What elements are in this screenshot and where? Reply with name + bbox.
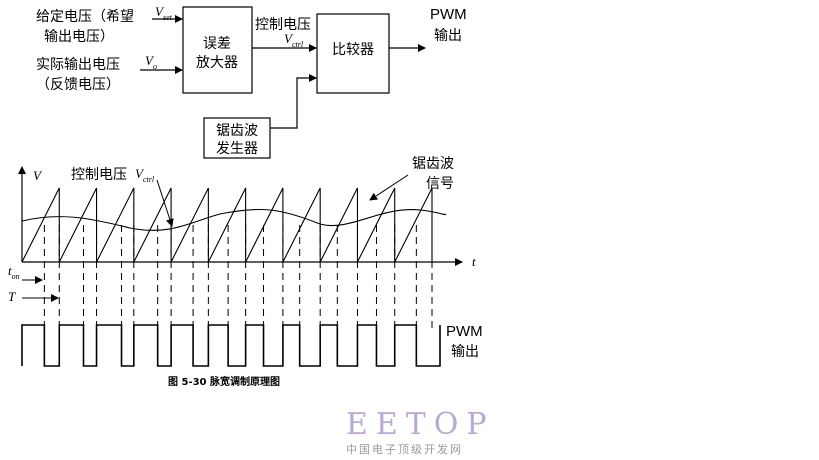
intersection-drop-lines <box>43 225 433 330</box>
error-amplifier-block <box>182 6 253 94</box>
error-amplifier-label-line1: 误差 <box>203 36 231 52</box>
sawtooth-generator-label-line1: 锯齿波 <box>216 123 258 139</box>
waveform-pwm-output-label: 输出 <box>451 344 479 360</box>
sawtooth-generator-block <box>203 117 271 159</box>
vctrl-pointer <box>156 179 174 227</box>
control-voltage-label: 控制电压 <box>255 17 311 33</box>
waveform-control-voltage-label: 控制电压 <box>71 167 127 183</box>
waveform-time-label: t <box>472 254 476 269</box>
actual-voltage-label-line1: 实际输出电压 <box>36 57 120 73</box>
set-voltage-label-line2: 输出电压） <box>44 29 114 45</box>
actual-voltage-label-line2: （反馈电压） <box>36 77 120 93</box>
sawtooth-generator-label-line2: 发生器 <box>216 141 258 157</box>
period-symbol: T <box>8 289 16 304</box>
sawtooth-signal-label-line2: 信号 <box>426 176 454 192</box>
control-voltage-curve <box>21 208 447 231</box>
block-pwm-output-label: 输出 <box>434 28 462 44</box>
set-voltage-label-line1: 给定电压（希望 <box>36 9 134 25</box>
block-pwm-label: PWM <box>430 6 467 23</box>
watermark-brand: EETOP <box>346 407 495 442</box>
comparator-label: 比较器 <box>332 42 374 58</box>
waveform-y-label: V <box>33 168 43 183</box>
pwm-output-wave <box>21 324 441 367</box>
sawtooth-signal-label-line1: 锯齿波 <box>412 156 454 172</box>
waveform-vctrl-symbol: Vctrl <box>135 166 155 184</box>
figure-caption: 图 5-30 脉宽调制原理图 <box>168 375 280 388</box>
eetop-watermark: EETOP 中国电子顶级开发网 <box>346 407 495 456</box>
error-amplifier-label-line2: 放大器 <box>196 55 238 71</box>
comparator-block <box>316 13 390 94</box>
vctrl-symbol: Vctrl <box>284 31 304 49</box>
sawtooth-pointer <box>369 174 409 201</box>
sawtooth-signal-arrow <box>270 74 317 129</box>
waveform-pwm-label: PWM <box>446 323 483 340</box>
waveform-plot: V t 控制电压 Vctrl 锯齿波 信号 ton T PWM 输出 <box>8 156 483 367</box>
vset-symbol: Vset <box>155 4 173 22</box>
ton-symbol: ton <box>8 263 20 281</box>
watermark-subtitle: 中国电子顶级开发网 <box>346 442 463 456</box>
block-diagram: 给定电压（希望 输出电压） Vset 实际输出电压 （反馈电压） Vo 误差 放… <box>36 4 467 159</box>
vo-symbol: Vo <box>145 53 157 71</box>
